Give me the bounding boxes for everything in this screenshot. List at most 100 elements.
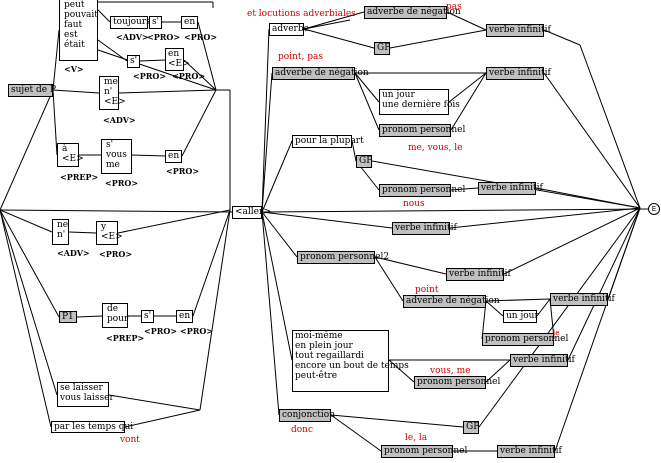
node-verbe-infinitif-6[interactable]: verbe infinitif — [550, 293, 615, 306]
node-en-c[interactable]: en — [176, 310, 193, 323]
node-aller[interactable]: <aller> — [232, 206, 271, 219]
connection-line — [535, 187, 641, 209]
connection-line — [450, 187, 479, 191]
connection-line — [261, 211, 280, 416]
node-pour-la-plupart[interactable]: pour la plupart — [292, 135, 364, 148]
connection-line — [354, 72, 380, 103]
annotation-point: point — [415, 285, 439, 295]
node-y-or-empty[interactable]: y <E> — [96, 221, 123, 245]
node-verbe-infinitif-3[interactable]: verbe infinitif — [478, 182, 543, 195]
node-adverbial-list[interactable]: moi-même en plein jour tout regaillardi … — [292, 330, 409, 392]
label-pro-6: <PRO> — [166, 166, 200, 176]
connection-line — [503, 207, 641, 275]
node-en-a[interactable]: en — [181, 16, 198, 29]
node-ne-n[interactable]: ne n' — [52, 219, 69, 245]
node-pronom-personnel-5[interactable]: pronom personnel — [381, 445, 467, 458]
node-s-apostrophe-a[interactable]: s' — [149, 16, 162, 29]
label-prep-2: <PREP> — [106, 333, 145, 343]
connection-line — [554, 207, 641, 452]
end-state-icon[interactable]: E — [648, 203, 660, 215]
connection-line — [108, 394, 201, 411]
node-gp-2[interactable]: GP — [356, 155, 372, 168]
node-adv-negation-3[interactable]: adverbe de négation — [403, 295, 500, 308]
node-un-jour-list[interactable]: un jour une dernière fois — [379, 89, 460, 115]
node-a-or-empty[interactable]: à <E> — [57, 143, 84, 167]
connection-line — [199, 209, 231, 411]
connection-line — [330, 414, 382, 452]
node-p1[interactable]: P1 — [59, 311, 77, 323]
node-verbe-infinitif-5[interactable]: verbe infinitif — [446, 268, 511, 281]
connection-line — [0, 209, 60, 318]
node-se-laisser[interactable]: se laisser vous laisser — [57, 382, 114, 407]
connection-line — [0, 209, 233, 213]
node-en-b[interactable]: en — [165, 150, 182, 163]
node-verbe-infinitif-1[interactable]: verbe infinitif — [486, 24, 551, 37]
annotation-vont: vont — [120, 435, 140, 445]
label-adv-3: <ADV> — [57, 248, 90, 258]
node-par-les-temps-qui[interactable]: par les temps qui — [51, 421, 133, 433]
connection-line — [261, 211, 393, 229]
node-pronom-personnel2[interactable]: pronom personnel2 — [297, 251, 389, 264]
node-en-or-empty[interactable]: en <E> — [165, 48, 190, 71]
connection-line — [118, 89, 217, 94]
node-pronom-personnel-4[interactable]: pronom personnel — [414, 376, 500, 389]
connection-line — [0, 209, 53, 233]
node-adv-negation-top[interactable]: adverbe de négation — [364, 6, 461, 19]
label-adv-1: <ADV> — [116, 32, 149, 42]
connection-line — [354, 72, 380, 131]
node-adv-negation-2[interactable]: adverbe de négation — [272, 67, 369, 80]
connection-line — [485, 300, 504, 317]
label-pro-5: <PRO> — [105, 178, 139, 188]
label-pro-7: <PRO> — [99, 249, 133, 259]
node-verbe-infinitif-8[interactable]: verbe infinitif — [497, 445, 562, 458]
node-pronom-personnel-2[interactable]: pronom personnel — [379, 184, 465, 197]
connection-line — [303, 28, 375, 49]
annotation-vous-me: vous, me — [430, 366, 471, 376]
node-toujours[interactable]: toujours — [110, 16, 151, 29]
connection-line — [536, 298, 551, 317]
connection-line — [388, 359, 415, 383]
node-s-apostrophe-b[interactable]: s' — [127, 55, 140, 68]
node-verbe-infinitif-7[interactable]: verbe infinitif — [510, 354, 575, 367]
node-s-apostrophe-c[interactable]: s' — [141, 310, 154, 323]
node-s-vous-me[interactable]: s' vous me — [101, 139, 132, 174]
connection-line — [117, 209, 231, 234]
label-pro-9: <PRO> — [180, 326, 214, 336]
node-gp-3[interactable]: GP — [463, 421, 479, 434]
connection-line — [124, 409, 201, 428]
annotation-pas: pas — [446, 2, 462, 12]
connection-line — [181, 89, 217, 157]
node-conjonction[interactable]: conjonction — [279, 409, 335, 422]
node-verbe-infinitif-4[interactable]: verbe infinitif — [392, 222, 457, 235]
node-sujet-de-p[interactable]: sujet de P — [8, 84, 56, 97]
connection-line — [261, 211, 298, 258]
node-gp-top[interactable]: GP — [374, 42, 390, 55]
connection-line — [197, 21, 217, 91]
node-pronom-personnel-1[interactable]: pronom personnel — [379, 124, 465, 137]
connection-line — [261, 140, 293, 213]
annotation-me-vous-le: me, vous, le — [408, 143, 463, 153]
label-pro-2: <PRO> — [184, 32, 218, 42]
connection-line — [192, 209, 231, 317]
connection-line — [389, 29, 487, 49]
connection-line — [543, 29, 581, 46]
annotation-le-sup: le — [553, 329, 560, 337]
node-me-n-empty[interactable]: me n' <E> — [99, 76, 126, 110]
connection-line — [303, 11, 365, 30]
connection-line — [261, 208, 649, 213]
label-v: <V> — [64, 64, 84, 74]
node-de-pour[interactable]: de pour — [102, 303, 128, 328]
connection-line — [97, 49, 217, 91]
node-adverbe[interactable]: adverbe — [269, 23, 309, 36]
node-pronom-personnel-3[interactable]: pronom personnel — [482, 333, 568, 346]
connection-line — [485, 359, 511, 383]
end-state-label: E — [651, 205, 657, 213]
connection-line — [52, 89, 100, 94]
node-un-jour[interactable]: un jour — [503, 310, 539, 323]
node-modal-verbs[interactable]: peut pouvait faut est était — [59, 0, 98, 61]
connection-line — [97, 39, 128, 62]
connection-line — [448, 72, 487, 103]
label-adv-2: <ADV> — [103, 115, 136, 125]
node-verbe-infinitif-2[interactable]: verbe infinitif — [486, 67, 551, 80]
